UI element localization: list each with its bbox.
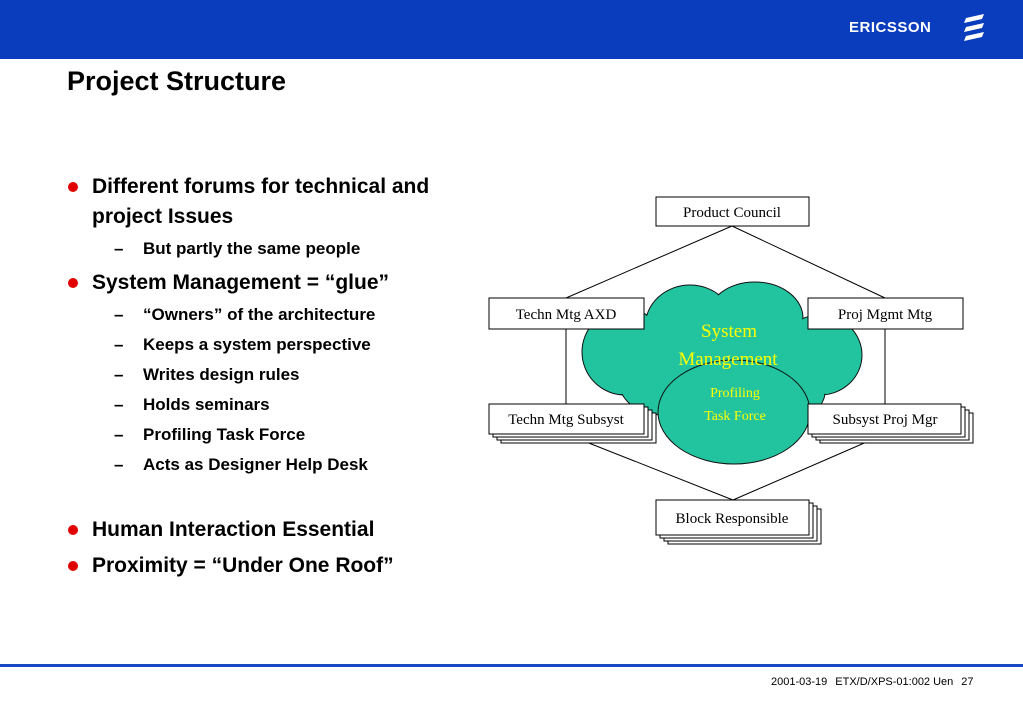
- product-council-label: Product Council: [683, 205, 781, 221]
- block-responsible-label: Block Responsible: [676, 511, 789, 527]
- bullet-item: Proximity = “Under One Roof”: [67, 551, 452, 581]
- cloud-sub-line1: Profiling: [710, 386, 760, 401]
- sub-bullet-text: Acts as Designer Help Desk: [143, 455, 368, 474]
- system-management-cloud: System Management Profiling Task Force: [581, 281, 863, 465]
- subsyst-proj-mgr-label: Subsyst Proj Mgr: [832, 412, 937, 428]
- sub-bullet-text: Keeps a system perspective: [143, 335, 371, 354]
- sub-bullet-item: – But partly the same people: [114, 238, 360, 260]
- footer-page-number: 27: [961, 676, 974, 688]
- page-title: Project Structure: [67, 66, 287, 96]
- header-bar: ERICSSON: [0, 0, 1023, 59]
- sub-bullet-item: – Keeps a system perspective: [114, 334, 371, 356]
- sub-bullet-item: – Holds seminars: [114, 394, 270, 416]
- connector-lines: [565, 225, 886, 501]
- proj-mgmt-mtg-label: Proj Mgmt Mtg: [838, 307, 933, 323]
- cloud-label-line2: Management: [678, 349, 778, 370]
- sub-bullet-text: Holds seminars: [143, 395, 270, 414]
- footer: 2001-03-19 ETX/D/XPS-01:002 Uen 27: [771, 676, 982, 688]
- footer-divider: [0, 664, 1023, 667]
- dash-icon: –: [114, 455, 124, 474]
- dash-icon: –: [114, 395, 124, 414]
- techn-mtg-axd-box: Techn Mtg AXD: [488, 297, 645, 330]
- techn-mtg-subsyst-label: Techn Mtg Subsyst: [508, 412, 624, 428]
- techn-mtg-axd-label: Techn Mtg AXD: [516, 307, 617, 323]
- bullet-item: System Management = “glue”: [67, 268, 452, 298]
- product-council-box: Product Council: [655, 196, 810, 227]
- bullet-text: Proximity = “Under One Roof”: [92, 554, 394, 577]
- sub-bullet-item: – Writes design rules: [114, 364, 300, 386]
- ericsson-logo-icon: [964, 14, 984, 41]
- bullet-text: Human Interaction Essential: [92, 518, 375, 541]
- footer-doc-id: ETX/D/XPS-01:002 Uen: [835, 676, 954, 688]
- sub-bullet-text: But partly the same people: [143, 239, 361, 258]
- red-bullet-icon: [68, 525, 78, 535]
- block-responsible-box: Block Responsible: [655, 499, 822, 545]
- red-bullet-icon: [68, 278, 78, 288]
- dash-icon: –: [114, 425, 124, 444]
- proj-mgmt-mtg-box: Proj Mgmt Mtg: [807, 297, 964, 330]
- sub-bullet-text: Writes design rules: [143, 365, 300, 384]
- dash-icon: –: [114, 365, 124, 384]
- dash-icon: –: [114, 335, 124, 354]
- red-bullet-icon: [68, 561, 78, 571]
- subsyst-proj-mgr-box: Subsyst Proj Mgr: [807, 403, 974, 444]
- dash-icon: –: [114, 239, 124, 258]
- bullet-item: Different forums for technical and proje…: [67, 172, 452, 232]
- ericsson-logo-text: ERICSSON: [849, 19, 932, 36]
- cloud-label-line1: System: [701, 321, 757, 342]
- bullet-text: System Management = “glue”: [92, 271, 390, 294]
- footer-date: 2001-03-19: [771, 676, 828, 688]
- sub-bullet-item: – “Owners” of the architecture: [114, 304, 375, 326]
- bullet-item: Human Interaction Essential: [67, 515, 452, 545]
- sub-bullet-text: Profiling Task Force: [143, 425, 306, 444]
- cloud-sub-line2: Task Force: [704, 409, 766, 424]
- dash-icon: –: [114, 305, 124, 324]
- sub-bullet-item: – Acts as Designer Help Desk: [114, 454, 368, 476]
- red-bullet-icon: [68, 182, 78, 192]
- bullet-text: Different forums for technical and proje…: [92, 175, 430, 228]
- sub-bullet-text: “Owners” of the architecture: [143, 305, 376, 324]
- techn-mtg-subsyst-box: Techn Mtg Subsyst: [488, 403, 657, 444]
- sub-bullet-item: – Profiling Task Force: [114, 424, 305, 446]
